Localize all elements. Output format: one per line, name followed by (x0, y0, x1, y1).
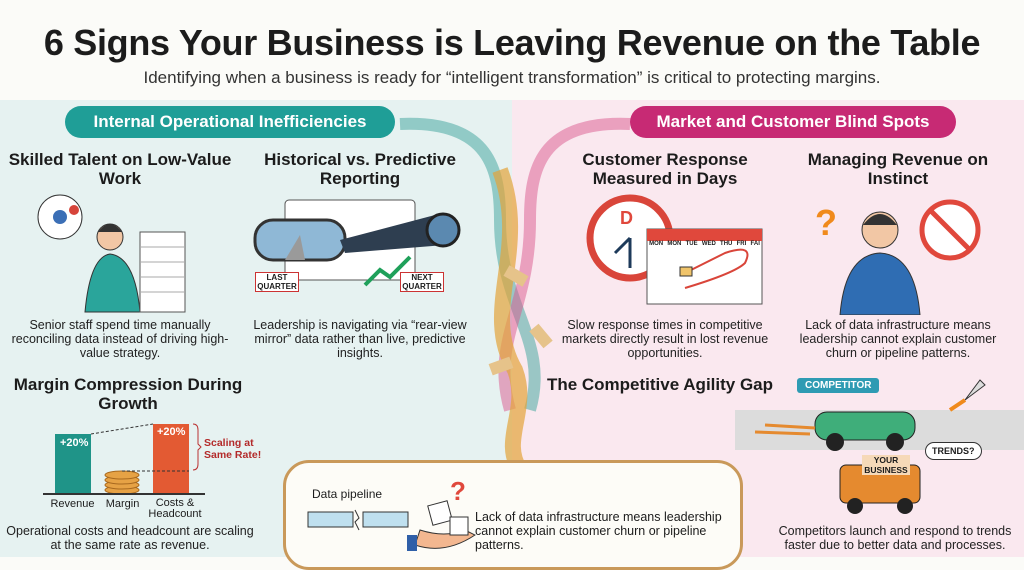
race-cars-illustration (735, 379, 1024, 514)
svg-text:?: ? (815, 202, 837, 243)
margin-label: Margin (105, 498, 140, 510)
revenue-bar-tag: +20% (60, 437, 89, 449)
confused-manager-illustration: ? (815, 199, 981, 315)
your-business-label: YOUR BUSINESS (862, 455, 910, 475)
sign-title-margin-compression: Margin Compression During Growth (13, 375, 243, 413)
day: MON (667, 241, 682, 247)
costs-bar-tag: +20% (157, 426, 186, 438)
day: WED (701, 241, 716, 247)
broken-pipeline-dice-illustration: ? (307, 476, 476, 551)
bottom-desc: Lack of data infrastructure means leader… (475, 510, 722, 552)
sign-title-historical-reporting: Historical vs. Predictive Reporting (264, 150, 456, 188)
clock-calendar-illustration (586, 194, 763, 305)
competitor-label: COMPETITOR (797, 378, 880, 393)
rearview-telescope-illustration (253, 199, 461, 287)
day: FRI (736, 241, 747, 247)
day: MON (649, 241, 664, 247)
sign-desc-competitive-agility: Competitors launch and respond to trends… (778, 524, 1012, 552)
page-title: 6 Signs Your Business is Leaving Revenue… (43, 22, 981, 63)
day: FAI (750, 241, 760, 247)
margin-bar-illustration (43, 423, 205, 495)
subtitle: Identifying when a business is ready for… (143, 68, 881, 87)
day: THU (720, 241, 733, 247)
svg-text:?: ? (450, 476, 466, 506)
data-pipeline-label: Data pipeline (312, 487, 383, 501)
sign-desc-customer-response: Slow response times in competitive marke… (561, 318, 769, 360)
day: TUE (685, 241, 698, 247)
sign-title-customer-response: Customer Response Measured in Days (582, 150, 748, 188)
revenue-label: Revenue (50, 498, 95, 510)
next-quarter-tag: NEXT QUARTER (400, 272, 444, 292)
sign-title-skilled-talent: Skilled Talent on Low-Value Work (8, 150, 232, 188)
sign-desc-managing-revenue: Lack of data infrastructure means leader… (799, 318, 997, 360)
sign-title-managing-revenue: Managing Revenue on Instinct (807, 150, 989, 188)
costs-label: Costs & Headcount (148, 497, 202, 520)
overworked-staff-illustration (37, 194, 186, 313)
right-section-pill: Market and Customer Blind Spots (630, 106, 956, 138)
last-quarter-tag: LAST QUARTER (255, 272, 299, 292)
sign-desc-margin-compression: Operational costs and headcount are scal… (6, 524, 254, 552)
scaling-note: Scaling at Same Rate! (204, 437, 262, 461)
left-section-pill: Internal Operational Inefficiencies (65, 106, 395, 138)
bottom-callout-box (283, 460, 743, 570)
sign-desc-skilled-talent: Senior staff spend time manually reconci… (11, 318, 229, 360)
money-flow-ribbon (399, 117, 631, 475)
sign-desc-historical-reporting: Leadership is navigating via “rear-view … (253, 318, 467, 360)
clock-letter: D (620, 208, 633, 228)
sign-title-competitive-agility: The Competitive Agility Gap (546, 375, 774, 394)
trends-bubble: TRENDS? (925, 442, 982, 460)
